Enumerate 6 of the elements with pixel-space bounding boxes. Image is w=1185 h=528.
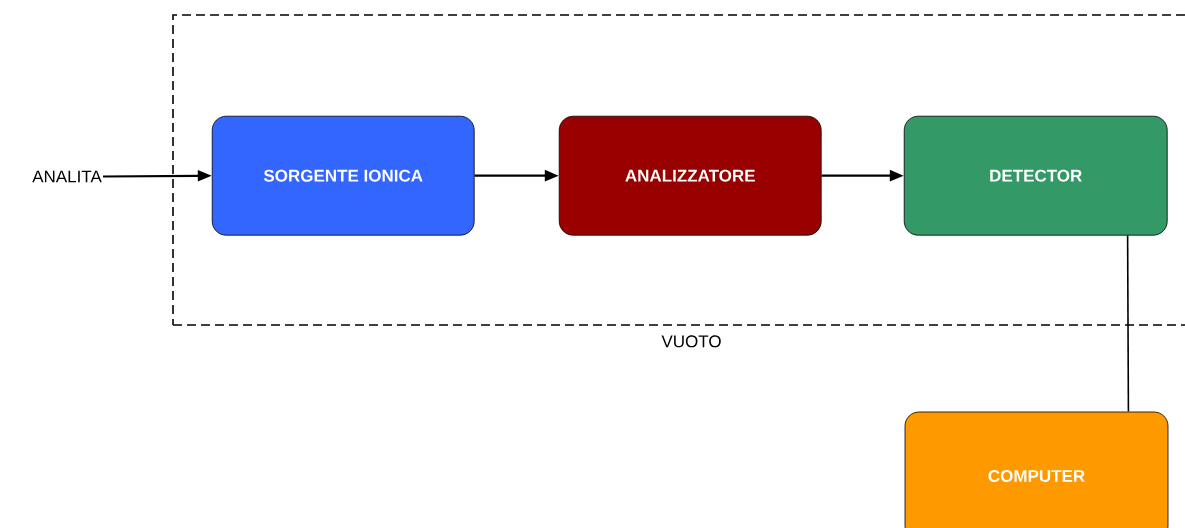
process-box: DETECTOR <box>903 115 1168 236</box>
process-box: SORGENTE IONICA <box>211 115 475 236</box>
node-label: VUOTO <box>661 335 721 348</box>
input-label: ANALITA <box>32 170 102 183</box>
process-box: COMPUTER <box>904 411 1169 528</box>
process-box: ANALIZZATORE <box>558 115 822 236</box>
